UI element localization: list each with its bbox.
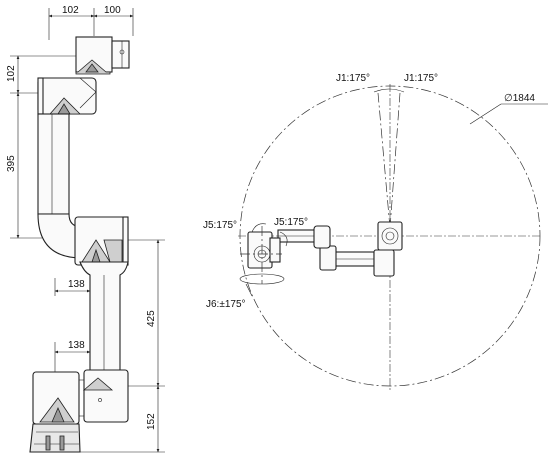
j6-label: J6:±175° xyxy=(206,299,246,310)
lower-arm-topview xyxy=(319,245,395,277)
side-view: 102 100 102 395 xyxy=(6,5,165,453)
dim-inner-lower: 138 xyxy=(68,340,85,351)
top-dimensions: 102 100 xyxy=(48,5,134,40)
base-topview xyxy=(377,221,403,251)
j1-limits: J1:175° J1:175° xyxy=(336,73,438,229)
elbow-joint xyxy=(37,77,97,115)
base-mount xyxy=(29,423,81,453)
dim-right-lower: 152 xyxy=(146,413,157,430)
lower-arm xyxy=(79,261,129,371)
j5-label-right: J5:175° xyxy=(274,217,308,228)
j5-label-left: J5:175° xyxy=(203,220,237,231)
inner-dimension-lower: 138 xyxy=(54,340,91,373)
left-dimensions: 102 395 xyxy=(6,55,76,239)
dim-left-upper: 102 xyxy=(6,65,17,82)
shoulder-joint xyxy=(74,216,129,266)
wrist-rotation-marks: J5:175° J5:175° J6:±175° xyxy=(203,217,308,310)
diameter-label: ∅1844 xyxy=(504,93,535,104)
dim-top-right: 100 xyxy=(104,5,121,16)
right-dimensions: 425 152 xyxy=(80,239,165,453)
j1-label-left: J1:175° xyxy=(336,73,370,84)
dim-inner-upper: 138 xyxy=(68,279,85,290)
dim-right-upper: 425 xyxy=(146,310,157,327)
dim-top-left: 102 xyxy=(62,5,79,16)
dim-left-mid: 395 xyxy=(6,155,17,172)
wrist-head xyxy=(75,36,130,75)
wrist-topview xyxy=(240,226,282,284)
base-joint xyxy=(32,369,129,425)
j1-label-right: J1:175° xyxy=(404,73,438,84)
inner-dimension-upper: 138 xyxy=(54,278,91,296)
upper-arm-topview xyxy=(277,225,331,249)
bolt-icon xyxy=(119,49,125,55)
diameter-callout: ∅1844 xyxy=(469,93,548,125)
top-view: J1:175° J1:175° ∅1844 xyxy=(203,73,548,392)
bolt-icon xyxy=(98,398,102,402)
